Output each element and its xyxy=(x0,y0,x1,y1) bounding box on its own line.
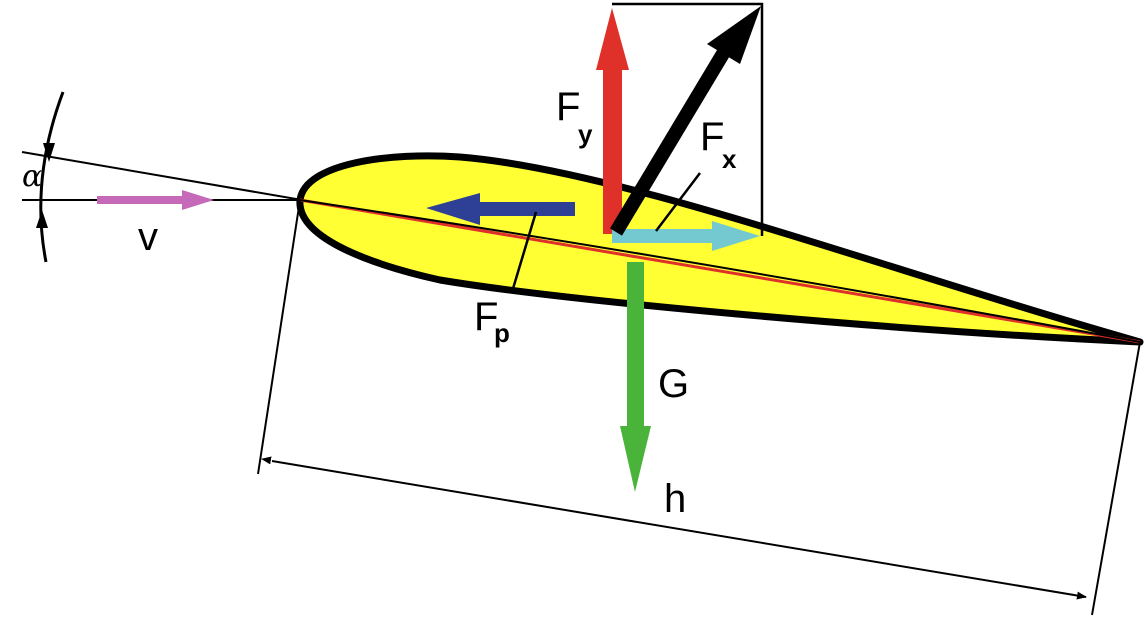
fp-label: F xyxy=(474,295,498,339)
fy-subscript: y xyxy=(578,119,593,149)
fx-force-arrow xyxy=(612,221,760,251)
velocity-label: v xyxy=(138,215,158,259)
fx-label: F xyxy=(700,115,724,159)
dimension-extension-trailing xyxy=(1091,341,1141,616)
fp-subscript: p xyxy=(494,318,510,348)
fp-leader-line xyxy=(510,211,538,293)
angle-label: α xyxy=(22,159,42,194)
mean-camber-line xyxy=(299,199,1141,343)
chord-length-label: h xyxy=(664,477,686,521)
drag-force-arrow xyxy=(426,193,575,225)
lift-force-arrow xyxy=(596,8,629,234)
force-parallelogram xyxy=(612,2,764,236)
airfoil-profile xyxy=(296,152,1144,346)
angle-arc-arrowhead-top xyxy=(43,143,55,162)
chord-line xyxy=(299,198,1141,344)
angle-arc xyxy=(39,91,65,263)
weight-force-arrow xyxy=(620,262,651,492)
dimension-extension-leading xyxy=(257,199,301,475)
fx-subscript: x xyxy=(722,144,737,174)
weight-label: G xyxy=(658,362,689,406)
fy-label: F xyxy=(556,85,580,129)
resultant-force-arrow xyxy=(609,6,761,236)
chord-dimension-line xyxy=(271,460,1087,600)
angle-arc-arrowhead-bottom xyxy=(36,210,48,228)
velocity-arrow xyxy=(97,190,214,210)
fx-leader-line xyxy=(655,172,701,232)
incidence-line xyxy=(21,151,303,201)
